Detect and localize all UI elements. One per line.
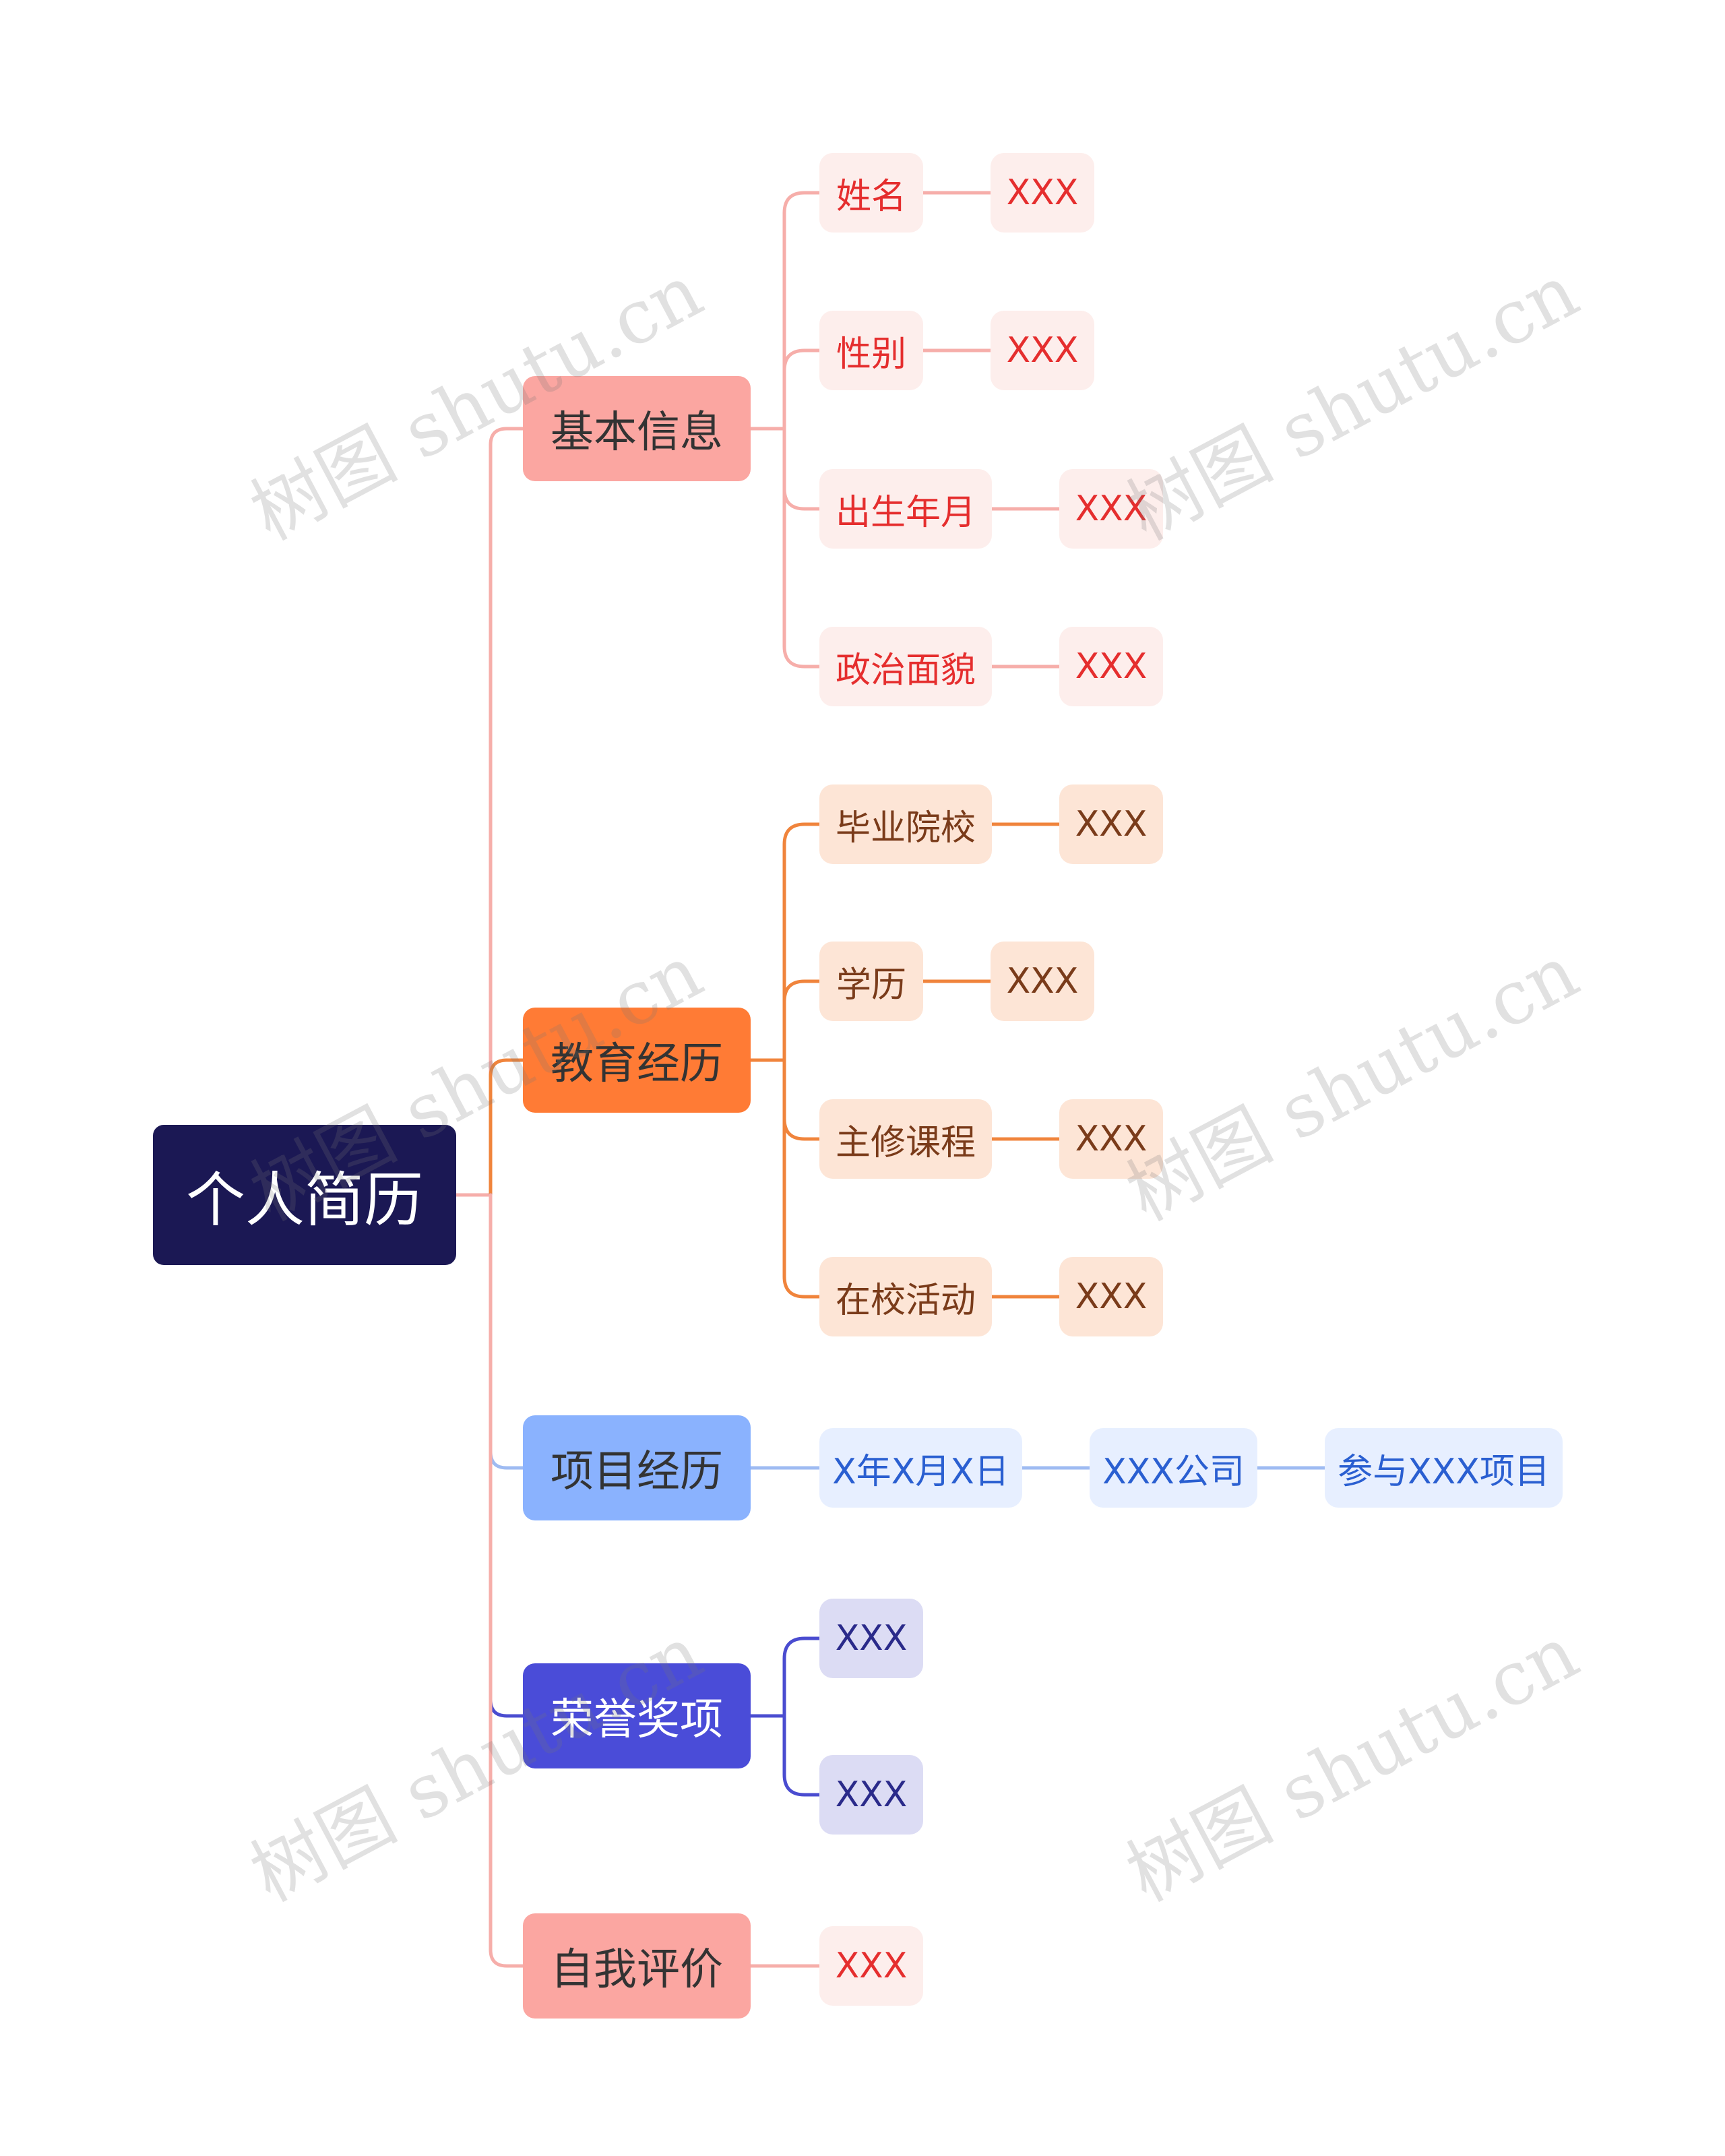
leaf-birth[interactable]: 出生年月	[819, 469, 992, 549]
branch-education[interactable]: 教育经历	[523, 1008, 751, 1113]
leaf-courses[interactable]: 主修课程	[819, 1099, 992, 1179]
leaf-degree-value-0[interactable]: XXX	[991, 942, 1094, 1021]
branch-connector-honor2	[749, 1714, 821, 1797]
leaf-school[interactable]: 毕业院校	[819, 784, 992, 864]
leaf-date-value-1[interactable]: 参与XXX项目	[1325, 1428, 1563, 1508]
leaf-name-value-0[interactable]: XXX	[991, 153, 1094, 233]
trunk-connector-project	[489, 1193, 525, 1470]
branch-connector-name	[749, 191, 821, 431]
leaf-degree[interactable]: 学历	[819, 942, 923, 1021]
branch-project[interactable]: 项目经历	[523, 1415, 751, 1520]
branch-connector-degree	[749, 979, 821, 1062]
branch-honors[interactable]: 荣誉奖项	[523, 1663, 751, 1768]
leaf-gender[interactable]: 性别	[819, 311, 923, 390]
leaf-activities[interactable]: 在校活动	[819, 1257, 992, 1336]
trunk-connector-education	[489, 1058, 525, 1197]
leaf-date[interactable]: X年X月X日	[819, 1428, 1022, 1508]
branch-connector-gender	[749, 348, 821, 431]
trunk-connector-basic	[489, 427, 525, 1197]
leaf-political-value-0[interactable]: XXX	[1059, 627, 1163, 706]
leaf-gender-value-0[interactable]: XXX	[991, 311, 1094, 390]
branch-basic[interactable]: 基本信息	[523, 376, 751, 481]
branch-connector-honor1	[749, 1636, 821, 1718]
root-node[interactable]: 个人简历	[153, 1125, 456, 1265]
branch-self[interactable]: 自我评价	[523, 1913, 751, 2019]
leaf-political[interactable]: 政治面貌	[819, 627, 992, 706]
trunk-connector-self	[489, 1193, 525, 1968]
trunk-connector-honors	[489, 1193, 525, 1718]
leaf-honor2[interactable]: XXX	[819, 1755, 923, 1835]
leaf-activities-value-0[interactable]: XXX	[1059, 1257, 1163, 1336]
leaf-school-value-0[interactable]: XXX	[1059, 784, 1163, 864]
leaf-courses-value-0[interactable]: XXX	[1059, 1099, 1163, 1179]
leaf-name[interactable]: 姓名	[819, 153, 923, 233]
branch-connector-school	[749, 822, 821, 1062]
branch-connector-activities	[749, 1058, 821, 1299]
leaf-honor1[interactable]: XXX	[819, 1599, 923, 1678]
branch-connector-political	[749, 427, 821, 669]
leaf-date-value-0[interactable]: XXX公司	[1090, 1428, 1257, 1508]
leaf-birth-value-0[interactable]: XXX	[1059, 469, 1163, 549]
leaf-eval[interactable]: XXX	[819, 1926, 923, 2006]
